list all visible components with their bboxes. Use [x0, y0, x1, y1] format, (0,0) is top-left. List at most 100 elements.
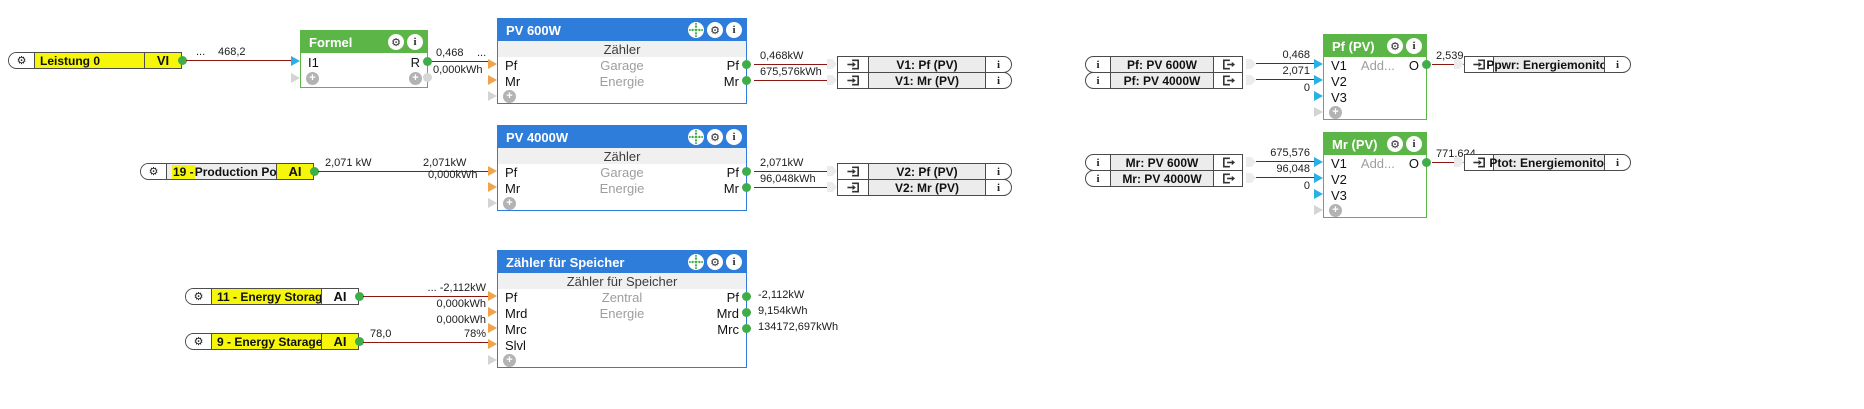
info-icon[interactable] [1085, 72, 1111, 89]
memory-flag-v1mr[interactable]: V1: Mr (PV) [837, 72, 1012, 89]
input-connector[interactable] [291, 56, 300, 66]
block-pf-pv[interactable]: Pf (PV) V1 Add... O V2 V3 [1323, 34, 1427, 120]
input-connector[interactable] [488, 339, 497, 349]
input-connector-empty[interactable] [291, 73, 300, 83]
info-icon[interactable] [985, 163, 1012, 180]
output-connector[interactable] [1246, 75, 1256, 85]
input-connector[interactable] [1314, 75, 1323, 85]
memory-ref-pf4000[interactable]: Pf: PV 4000W [1085, 72, 1243, 89]
add-port-button[interactable] [1329, 204, 1342, 217]
memory-flag-v2mr[interactable]: V2: Mr (PV) [837, 179, 1012, 196]
output-connector[interactable] [423, 57, 432, 66]
output-connector[interactable] [742, 324, 751, 333]
block-zaehler-speicher[interactable]: Zähler für Speicher Zähler für Speicher … [497, 250, 747, 368]
block-mr-pv[interactable]: Mr (PV) V1 Add... O V2 V3 [1323, 132, 1427, 218]
input-block-storage9[interactable]: 9 - Energy Starage... AI [185, 333, 359, 350]
input-connector-empty[interactable] [488, 198, 497, 208]
info-icon[interactable] [1604, 154, 1631, 171]
input-connector[interactable] [827, 59, 837, 69]
info-icon[interactable] [1604, 56, 1631, 73]
input-connector-empty[interactable] [488, 91, 497, 101]
input-block-leistung0[interactable]: Leistung 0 VI [8, 52, 182, 69]
info-icon[interactable] [726, 22, 742, 38]
gear-icon[interactable] [1387, 38, 1403, 54]
output-connector[interactable] [178, 56, 187, 65]
info-icon[interactable] [985, 179, 1012, 196]
input-block-storage11[interactable]: 11 - Energy Storage... AI [185, 288, 359, 305]
move-icon[interactable] [688, 22, 704, 38]
add-port-button[interactable] [1329, 106, 1342, 119]
input-connector[interactable] [1314, 157, 1323, 167]
memory-flag-ppwr[interactable]: Ppwr: Energiemonitor [1464, 56, 1631, 73]
add-input-button[interactable] [306, 72, 319, 85]
memory-flag-v1pf[interactable]: V1: Pf (PV) [837, 56, 1012, 73]
input-connector[interactable] [1314, 91, 1323, 101]
input-connector[interactable] [827, 75, 837, 85]
input-connector[interactable] [488, 307, 497, 317]
info-icon[interactable] [1085, 154, 1111, 171]
output-connector[interactable] [742, 60, 751, 69]
gear-icon[interactable] [186, 334, 212, 349]
input-connector[interactable] [488, 291, 497, 301]
memory-ref-pf600[interactable]: Pf: PV 600W [1085, 56, 1243, 73]
move-icon[interactable] [688, 254, 704, 270]
output-connector[interactable] [1246, 157, 1256, 167]
info-icon[interactable] [985, 72, 1012, 89]
info-icon[interactable] [1085, 170, 1111, 187]
memory-ref-mr600[interactable]: Mr: PV 600W [1085, 154, 1243, 171]
memory-ref-mr4000[interactable]: Mr: PV 4000W [1085, 170, 1243, 187]
memory-flag-v2pf[interactable]: V2: Pf (PV) [837, 163, 1012, 180]
gear-icon[interactable] [707, 129, 723, 145]
input-connector[interactable] [1314, 59, 1323, 69]
gear-icon[interactable] [141, 164, 167, 179]
output-connector[interactable] [742, 292, 751, 301]
input-connector-empty[interactable] [1314, 205, 1323, 215]
add-port-button[interactable] [503, 354, 516, 367]
info-icon[interactable] [1406, 136, 1422, 152]
add-port-button[interactable] [503, 90, 516, 103]
output-connector-empty[interactable] [423, 73, 432, 82]
input-connector[interactable] [488, 166, 497, 176]
gear-icon[interactable] [1387, 136, 1403, 152]
input-connector[interactable] [1314, 189, 1323, 199]
block-pv600w[interactable]: PV 600W Zähler Pf Garage Pf Mr Energie M… [497, 18, 747, 104]
input-connector[interactable] [827, 166, 837, 176]
output-connector[interactable] [355, 292, 364, 301]
input-connector[interactable] [488, 182, 497, 192]
block-pv4000w[interactable]: PV 4000W Zähler Pf Garage Pf Mr Energie … [497, 125, 747, 211]
block-formel[interactable]: Formel I1 R [300, 30, 428, 88]
info-icon[interactable] [726, 129, 742, 145]
output-connector[interactable] [1422, 158, 1431, 167]
output-connector[interactable] [1246, 173, 1256, 183]
input-connector[interactable] [488, 59, 497, 69]
output-connector[interactable] [355, 337, 364, 346]
output-connector[interactable] [742, 308, 751, 317]
output-connector[interactable] [1246, 59, 1256, 69]
input-connector[interactable] [488, 75, 497, 85]
input-connector[interactable] [1454, 59, 1464, 69]
input-connector-empty[interactable] [1314, 107, 1323, 117]
info-icon[interactable] [726, 254, 742, 270]
input-block-production19[interactable]: 19 - Production Pow... AI [140, 163, 314, 180]
input-connector[interactable] [1454, 157, 1464, 167]
output-connector[interactable] [310, 167, 319, 176]
output-connector[interactable] [1422, 60, 1431, 69]
gear-icon[interactable] [707, 22, 723, 38]
info-icon[interactable] [1406, 38, 1422, 54]
add-output-button[interactable] [409, 72, 422, 85]
info-icon[interactable] [407, 34, 423, 50]
move-icon[interactable] [688, 129, 704, 145]
info-icon[interactable] [1085, 56, 1111, 73]
gear-icon[interactable] [9, 53, 35, 68]
add-port-button[interactable] [503, 197, 516, 210]
info-icon[interactable] [985, 56, 1012, 73]
input-connector[interactable] [488, 323, 497, 333]
input-connector-empty[interactable] [488, 355, 497, 365]
output-connector[interactable] [742, 183, 751, 192]
output-connector[interactable] [742, 167, 751, 176]
input-connector[interactable] [1314, 173, 1323, 183]
gear-icon[interactable] [388, 34, 404, 50]
gear-icon[interactable] [186, 289, 212, 304]
input-connector[interactable] [827, 182, 837, 192]
memory-flag-ptot[interactable]: Ptot: Energiemonitor [1464, 154, 1631, 171]
